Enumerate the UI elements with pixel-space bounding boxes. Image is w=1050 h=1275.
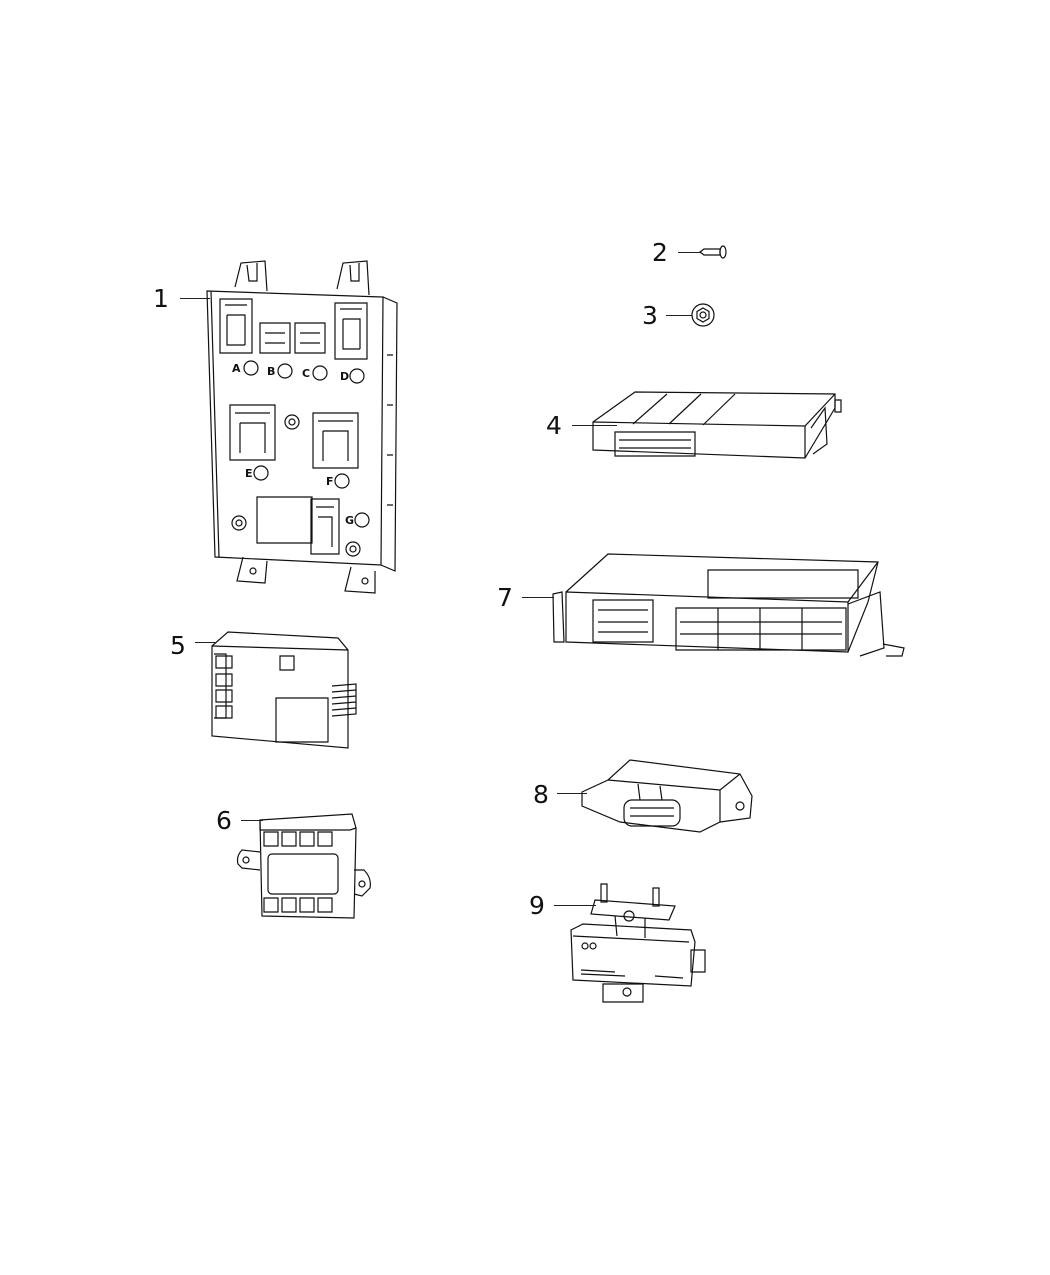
leader-line-8 [557, 793, 587, 794]
part-3-nut-icon [690, 302, 716, 328]
connector-label-f: F [326, 475, 334, 488]
callout-3: 3 [642, 301, 658, 330]
connector-label-e: E [245, 467, 253, 480]
connector-label-c: C [302, 367, 310, 380]
callout-8: 8 [533, 780, 549, 809]
part-4-module [585, 388, 855, 468]
leader-line-5 [195, 642, 215, 643]
callout-9: 9 [529, 891, 545, 920]
leader-line-4 [572, 425, 617, 426]
leader-line-3 [666, 315, 692, 316]
leader-line-2 [678, 252, 700, 253]
leader-line-9 [554, 905, 596, 906]
part-5-module [208, 628, 368, 753]
part-7-module [548, 552, 908, 667]
part-1-body-control-module: A B C D E F G [205, 255, 405, 595]
part-6-module [232, 808, 372, 918]
part-2-screw-icon [698, 244, 730, 260]
callout-5: 5 [170, 631, 186, 660]
callout-7: 7 [497, 583, 513, 612]
part-9-module-with-bracket [565, 880, 715, 1005]
callout-6: 6 [216, 806, 232, 835]
part-8-sensor [580, 756, 760, 836]
connector-label-g: G [345, 514, 354, 527]
leader-line-1 [180, 298, 210, 299]
connector-label-b: B [267, 365, 275, 378]
leader-line-6 [241, 820, 263, 821]
callout-1: 1 [153, 284, 169, 313]
callout-2: 2 [652, 238, 668, 267]
connector-label-d: D [340, 370, 349, 383]
connector-label-a: A [232, 362, 241, 375]
callout-4: 4 [546, 411, 562, 440]
leader-line-7 [522, 597, 554, 598]
